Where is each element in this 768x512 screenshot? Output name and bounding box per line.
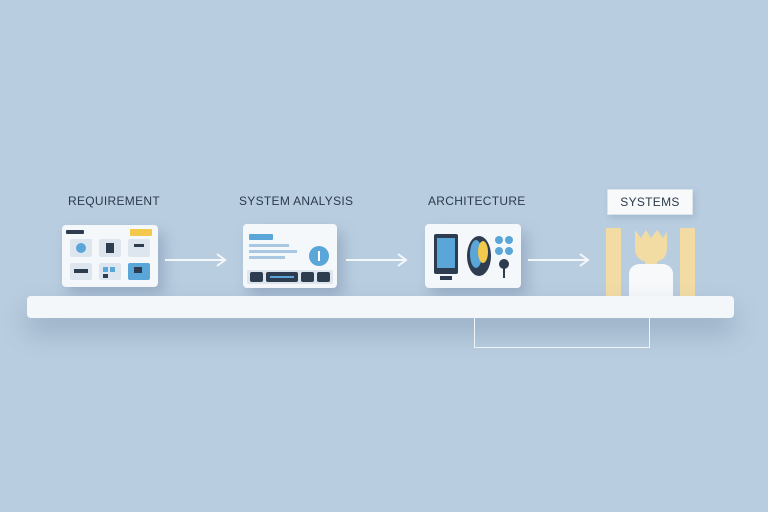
connector-bracket [474, 316, 650, 348]
right-pillar [680, 228, 695, 298]
requirement-card [62, 225, 158, 287]
timeline-bar [27, 296, 734, 318]
arrow-right-icon [165, 253, 227, 267]
analysis-panel-icon [247, 234, 333, 284]
step-label-system-analysis: SYSTEM ANALYSIS [239, 194, 354, 208]
arrow-right-icon [528, 253, 590, 267]
step-label-systems: SYSTEMS [607, 189, 693, 215]
requirements-dashboard-icon [66, 229, 152, 280]
architecture-card [425, 224, 521, 288]
architecture-components-icon [434, 234, 513, 280]
step-label-architecture: ARCHITECTURE [428, 194, 526, 208]
step-label-requirement: REQUIREMENT [68, 194, 160, 208]
arrow-right-icon [346, 253, 408, 267]
system-user-icon [629, 230, 673, 298]
system-analysis-card [243, 224, 337, 288]
left-pillar [606, 228, 621, 298]
